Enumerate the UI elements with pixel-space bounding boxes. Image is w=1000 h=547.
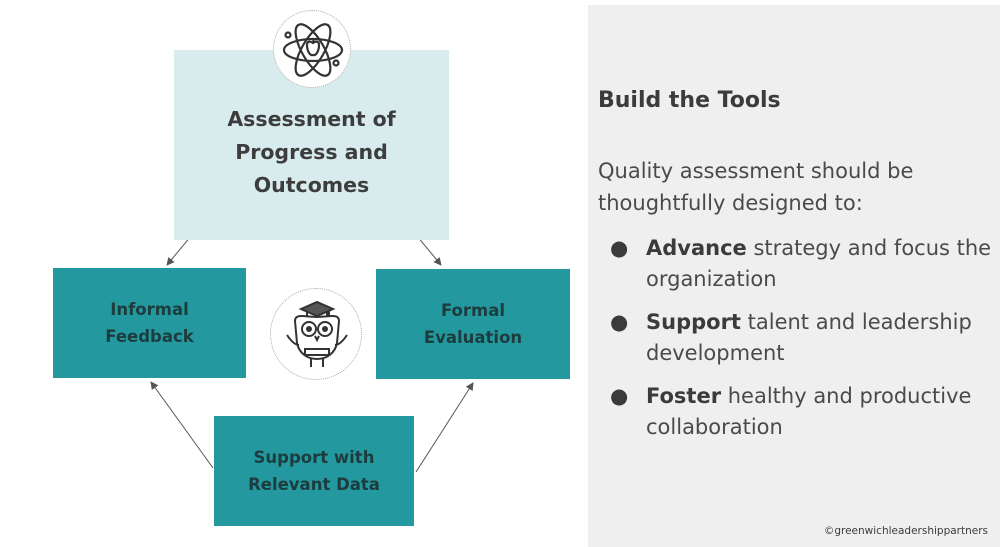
bullet-text: strategy and focus the organization bbox=[646, 236, 992, 291]
formal-evaluation-box: Formal Evaluation bbox=[376, 269, 570, 379]
assessment-box-line: Progress and bbox=[235, 139, 388, 164]
atom-apple-icon bbox=[273, 10, 351, 88]
arrow-data-to-informal bbox=[150, 381, 214, 469]
bullet-item: ● Support talent and leadership developm… bbox=[598, 307, 998, 369]
relevant-data-box: Support with Relevant Data bbox=[214, 416, 414, 526]
bullet-keyword: Foster bbox=[646, 384, 722, 408]
bullet-text: talent and leadership development bbox=[646, 310, 972, 365]
build-tools-panel: Build the Tools Quality assessment shoul… bbox=[588, 5, 1000, 547]
bullet-item: ● Advance strategy and focus the organiz… bbox=[598, 233, 998, 295]
formal-evaluation-line: Evaluation bbox=[423, 328, 523, 347]
relevant-data-line: Support with bbox=[253, 448, 375, 467]
assessment-box-line: Assessment of bbox=[227, 106, 396, 131]
bullet-keyword: Support bbox=[646, 310, 741, 334]
panel-intro: Quality assessment should be thoughtfull… bbox=[598, 159, 914, 215]
assessment-box-label: Assessment of Progress and Outcomes bbox=[227, 103, 395, 202]
informal-feedback-box: Informal Feedback bbox=[53, 268, 246, 378]
bullet-text: healthy and productive collaboration bbox=[646, 384, 972, 439]
panel-title: Build the Tools bbox=[598, 88, 781, 113]
relevant-data-label: Support with Relevant Data bbox=[248, 444, 380, 498]
informal-feedback-line: Feedback bbox=[105, 327, 194, 346]
formal-evaluation-line: Formal bbox=[440, 301, 506, 320]
assessment-box-line: Outcomes bbox=[253, 172, 370, 197]
informal-feedback-line: Informal bbox=[110, 300, 189, 319]
formal-evaluation-label: Formal Evaluation bbox=[424, 297, 522, 351]
relevant-data-line: Relevant Data bbox=[248, 475, 380, 494]
bullet-marker: ● bbox=[610, 310, 629, 334]
owl-graduate-icon bbox=[270, 288, 362, 380]
assessment-cycle-diagram: Assessment of Progress and Outcomes Info… bbox=[53, 10, 570, 526]
arrow-data-to-formal bbox=[415, 382, 474, 473]
bullet-item: ● Foster healthy and productive collabor… bbox=[598, 381, 998, 443]
bullet-list: ● Advance strategy and focus the organiz… bbox=[598, 233, 998, 455]
bullet-marker: ● bbox=[610, 384, 629, 408]
bullet-marker: ● bbox=[610, 236, 629, 260]
copyright-text: ©greenwichleadershippartners bbox=[823, 525, 988, 537]
informal-feedback-label: Informal Feedback bbox=[105, 296, 194, 350]
bullet-keyword: Advance bbox=[646, 236, 747, 260]
